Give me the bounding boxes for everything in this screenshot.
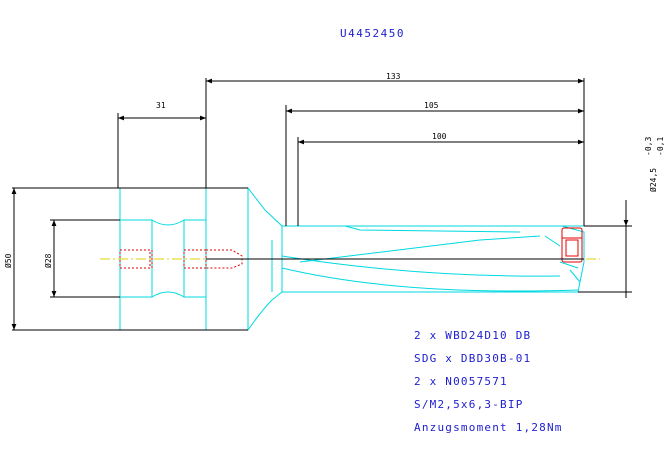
dim-text-d50: Ø50 bbox=[3, 253, 13, 268]
dim-text-133: 133 bbox=[386, 72, 401, 81]
dim-text-d24: Ø24,5 bbox=[648, 168, 658, 192]
hidden-features bbox=[119, 249, 243, 269]
note-line: SDG x DBD30B-01 bbox=[414, 352, 531, 365]
flute-lines bbox=[281, 225, 579, 292]
dimension-lines bbox=[11, 78, 632, 331]
drawing-title: U4452450 bbox=[340, 27, 405, 40]
dim-text-tol-upper: -0,3 bbox=[644, 137, 653, 156]
dim-text-31: 31 bbox=[156, 101, 166, 110]
clamp-screw bbox=[206, 249, 243, 269]
note-line: 2 x WBD24D10 DB bbox=[414, 329, 531, 342]
note-line: S/M2,5x6,3-BIP bbox=[414, 398, 524, 411]
dim-text-d28: Ø28 bbox=[43, 253, 53, 268]
note-line: Anzugsmoment 1,28Nm bbox=[414, 421, 563, 434]
dim-text-tol-lower: -0,1 bbox=[656, 137, 665, 156]
insert-box bbox=[561, 227, 583, 263]
taper-collar bbox=[247, 187, 283, 331]
note-line: 2 x N0057571 bbox=[414, 375, 508, 388]
notes-block: 2 x WBD24D10 DB SDG x DBD30B-01 2 x N005… bbox=[414, 329, 563, 434]
insert-pocket bbox=[561, 227, 583, 263]
dim-text-105: 105 bbox=[424, 101, 439, 110]
coolant-channel-left bbox=[119, 249, 153, 269]
dim-text-100: 100 bbox=[432, 132, 447, 141]
cutting-tip bbox=[540, 225, 585, 293]
